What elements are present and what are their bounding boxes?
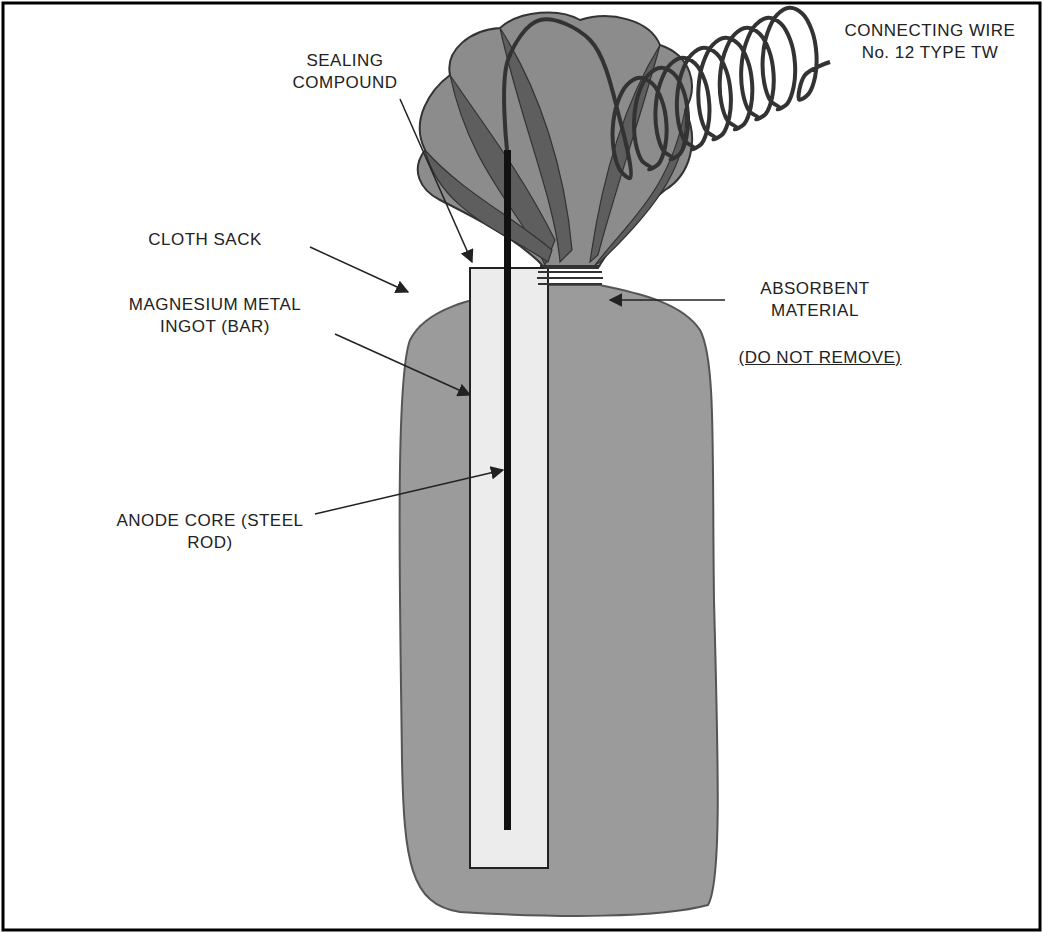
leader-line [315, 470, 503, 514]
steel-rod [504, 150, 511, 830]
part-label: ANODE CORE (STEEL ROD) [110, 510, 310, 554]
leader-line [310, 247, 408, 292]
cloth-sack [400, 285, 718, 916]
connecting-wire [504, 8, 830, 178]
cloth-folds [425, 28, 686, 265]
leader-line [400, 99, 472, 262]
leader-line [610, 299, 725, 301]
part-label: CONNECTING WIRE No. 12 TYPE TW [835, 20, 1025, 64]
leader-line [335, 334, 470, 395]
part-label: ABSORBENT MATERIAL [730, 278, 900, 322]
gathered-cloth [418, 12, 692, 268]
sack-tie [537, 266, 603, 284]
warning-note: (DO NOT REMOVE) [720, 347, 920, 369]
part-label: SEALING COMPOUND [270, 50, 420, 94]
part-label: CLOTH SACK [105, 229, 305, 251]
part-label: MAGNESIUM METAL INGOT (BAR) [100, 294, 330, 338]
frame [3, 3, 1040, 930]
